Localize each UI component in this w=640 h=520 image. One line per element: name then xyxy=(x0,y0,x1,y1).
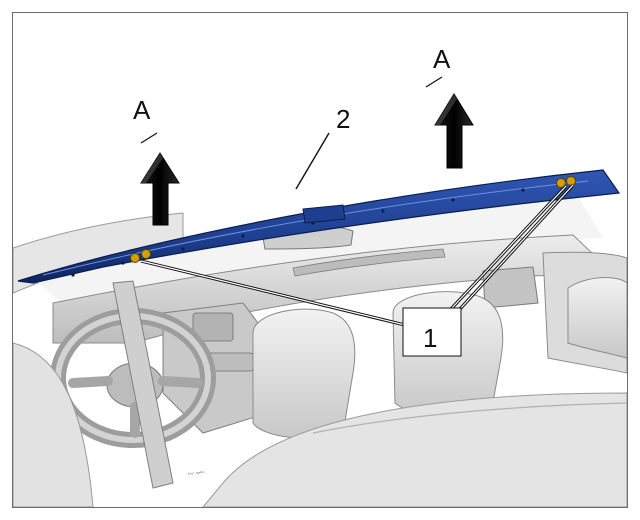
rear-deck-seam xyxy=(312,402,627,434)
windshield-header-panel xyxy=(17,169,621,284)
header-panel-clips xyxy=(71,188,525,277)
center-vent xyxy=(192,312,234,342)
rear-deck-cover xyxy=(202,392,627,507)
callout-part-2: 2 xyxy=(336,104,350,134)
lift-arrow-right xyxy=(434,93,474,169)
left-door xyxy=(13,342,94,507)
fasteners-left xyxy=(130,249,151,263)
callout-a-right: A xyxy=(433,44,451,74)
driver-seat xyxy=(252,308,356,439)
convertible-interior-illustration: ~∽ xyxy=(13,44,627,507)
lift-arrow-left xyxy=(140,152,180,226)
arrow-a-right-tick xyxy=(425,76,443,88)
left-a-pillar xyxy=(112,280,174,489)
diagram-frame: ~∽ xyxy=(12,12,628,508)
rear-bolster xyxy=(567,277,627,359)
callout-a-left: A xyxy=(133,95,151,125)
fasteners-right xyxy=(556,176,576,188)
steering-wheel-spokes xyxy=(68,376,203,438)
right-vent xyxy=(482,266,539,309)
callout-part-1: 1 xyxy=(423,323,437,353)
header-center-bracket xyxy=(302,204,346,224)
badge-script: ~∽ xyxy=(186,465,204,481)
defroster-vent xyxy=(292,248,446,277)
callout-2-leader xyxy=(295,132,330,190)
callout-1-leaders xyxy=(140,183,575,327)
header-panel-highlight xyxy=(42,180,589,276)
callout-1-box xyxy=(402,307,462,357)
arrow-a-left-tick xyxy=(140,132,158,144)
